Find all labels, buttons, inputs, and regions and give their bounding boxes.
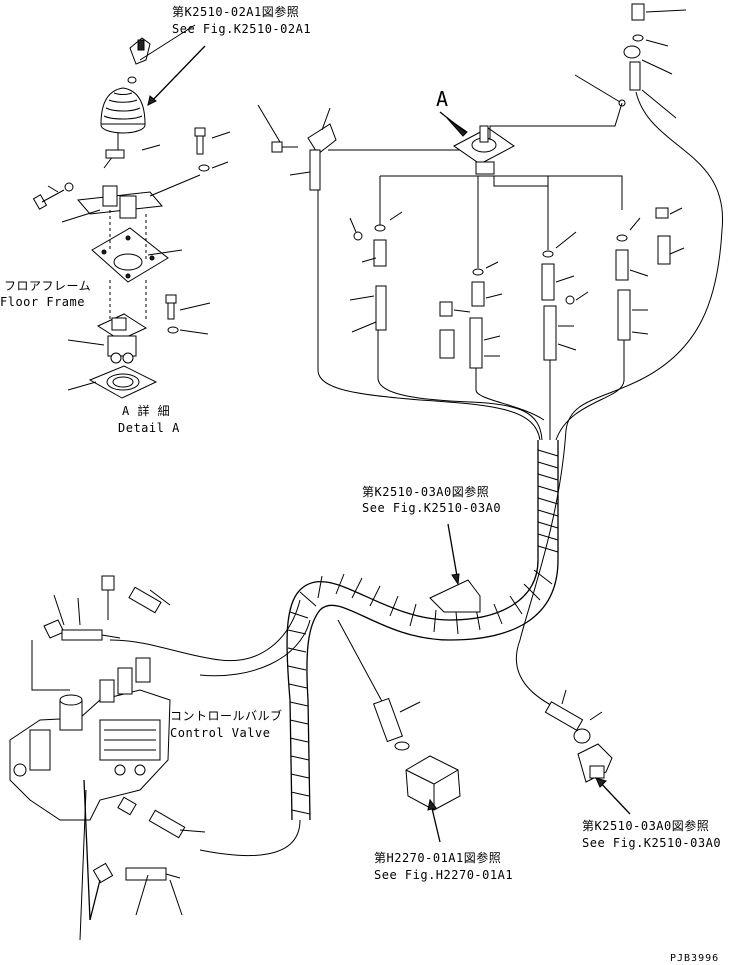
arrow-head-ref-top bbox=[147, 95, 157, 106]
control-valve-en: Control Valve bbox=[170, 726, 270, 740]
plate-block-2 bbox=[119, 195, 137, 219]
hose-top-right-to-valve bbox=[489, 102, 623, 140]
harness-line-5 bbox=[555, 340, 625, 441]
leader-2 bbox=[47, 185, 59, 193]
ref-h2270-01a1-en: See Fig.H2270-01A1 bbox=[374, 868, 513, 882]
bolt-right-mid bbox=[165, 294, 177, 320]
bundle-right-edge bbox=[306, 440, 559, 821]
control-valve-fittings bbox=[31, 575, 206, 941]
floor-frame-gasket bbox=[91, 227, 169, 283]
hose-to-right-fitting bbox=[515, 429, 567, 711]
leader-bolt-tc bbox=[257, 104, 281, 143]
lever-nut bbox=[127, 76, 137, 84]
floor-frame-jp: フロアフレーム bbox=[4, 279, 91, 293]
hose-right-loop bbox=[565, 91, 723, 431]
harness-line-2 bbox=[377, 330, 543, 441]
branch-3 bbox=[541, 231, 589, 361]
leader-7 bbox=[179, 302, 211, 311]
leader-10 bbox=[67, 381, 97, 391]
ref-k2510-02a1-en: See Fig.K2510-02A1 bbox=[172, 22, 311, 36]
bundle-left-edge bbox=[286, 440, 539, 821]
rubber-boot bbox=[100, 87, 146, 134]
floor-frame-en: Floor Frame bbox=[0, 295, 85, 309]
branch-1 bbox=[349, 211, 403, 333]
branch-4 bbox=[615, 207, 685, 341]
hose-fitting-top bbox=[309, 149, 321, 191]
leader-8 bbox=[179, 329, 209, 335]
harness-line-1 bbox=[317, 190, 541, 441]
detail-bottom-plate bbox=[88, 365, 158, 399]
bolt-right-top bbox=[194, 127, 206, 155]
ref-h2270-01a1-jp: 第H2270-01A1図参照 bbox=[374, 850, 501, 865]
ref-k2510-03a0-right-jp: 第K2510-03A0図参照 bbox=[582, 818, 709, 833]
dist-line-top bbox=[380, 175, 623, 210]
leader-9 bbox=[67, 339, 105, 346]
leader-fitting bbox=[289, 171, 311, 176]
harness-line-3 bbox=[475, 368, 545, 421]
hose-to-valve-3 bbox=[199, 819, 301, 857]
control-valve bbox=[9, 657, 171, 821]
bolt-top-center bbox=[271, 141, 283, 153]
arrow-ref-clamp bbox=[447, 523, 459, 583]
leader-5 bbox=[211, 131, 231, 139]
ref-k2510-03a0-right-en: See Fig.K2510-03A0 bbox=[582, 836, 721, 850]
detail-a-en: Detail A bbox=[118, 421, 180, 435]
plate-block bbox=[102, 185, 118, 207]
bundle-wraps bbox=[287, 449, 559, 815]
top-right-fittings bbox=[574, 3, 687, 119]
leader-6 bbox=[211, 161, 229, 169]
detail-a-jp: A 詳 細 bbox=[122, 403, 170, 418]
leader-ref-top bbox=[139, 24, 196, 61]
pilot-valve-assembly: A bbox=[257, 3, 723, 431]
pilot-valve-detail bbox=[96, 313, 148, 364]
leader-3 bbox=[61, 209, 101, 223]
lever-bracket bbox=[105, 149, 125, 159]
lever-assembly bbox=[32, 24, 231, 399]
hose-harness bbox=[109, 190, 625, 857]
washer-left bbox=[64, 182, 74, 192]
right-bottom-fitting bbox=[544, 689, 631, 815]
branch-2 bbox=[439, 261, 503, 369]
ref-k2510-03a0-top-jp: 第K2510-03A0図参照 bbox=[362, 484, 489, 499]
dist-line-4 bbox=[493, 176, 548, 187]
lever-knob-screw bbox=[137, 39, 145, 51]
hose-to-valve-1 bbox=[109, 599, 301, 662]
arrow-ref-top bbox=[147, 45, 206, 106]
pilot-valve-main bbox=[453, 125, 515, 175]
leader-bolt-plate bbox=[149, 174, 201, 197]
hose-to-valve-2 bbox=[199, 619, 311, 677]
washer-right-top bbox=[198, 164, 210, 172]
ref-k2510-03a0-top-en: See Fig.K2510-03A0 bbox=[362, 501, 501, 515]
view-arrow-shaft bbox=[439, 111, 466, 133]
hose-clamp-bracket bbox=[429, 579, 481, 613]
view-marker-text: A bbox=[436, 87, 449, 111]
control-valve-jp: コントロールバルブ bbox=[170, 708, 283, 723]
ref-k2510-02a1-jp: 第K2510-02A1図参照 bbox=[172, 4, 299, 19]
washer-right-mid bbox=[167, 326, 179, 334]
leader-1 bbox=[141, 144, 161, 151]
solenoid-valve bbox=[373, 697, 461, 843]
drawing-code: PJB3996 bbox=[670, 953, 719, 964]
leader-4 bbox=[147, 249, 183, 256]
arrow-head-clamp bbox=[451, 573, 460, 586]
leader-bracket bbox=[321, 107, 331, 131]
bolt-left bbox=[32, 189, 65, 210]
